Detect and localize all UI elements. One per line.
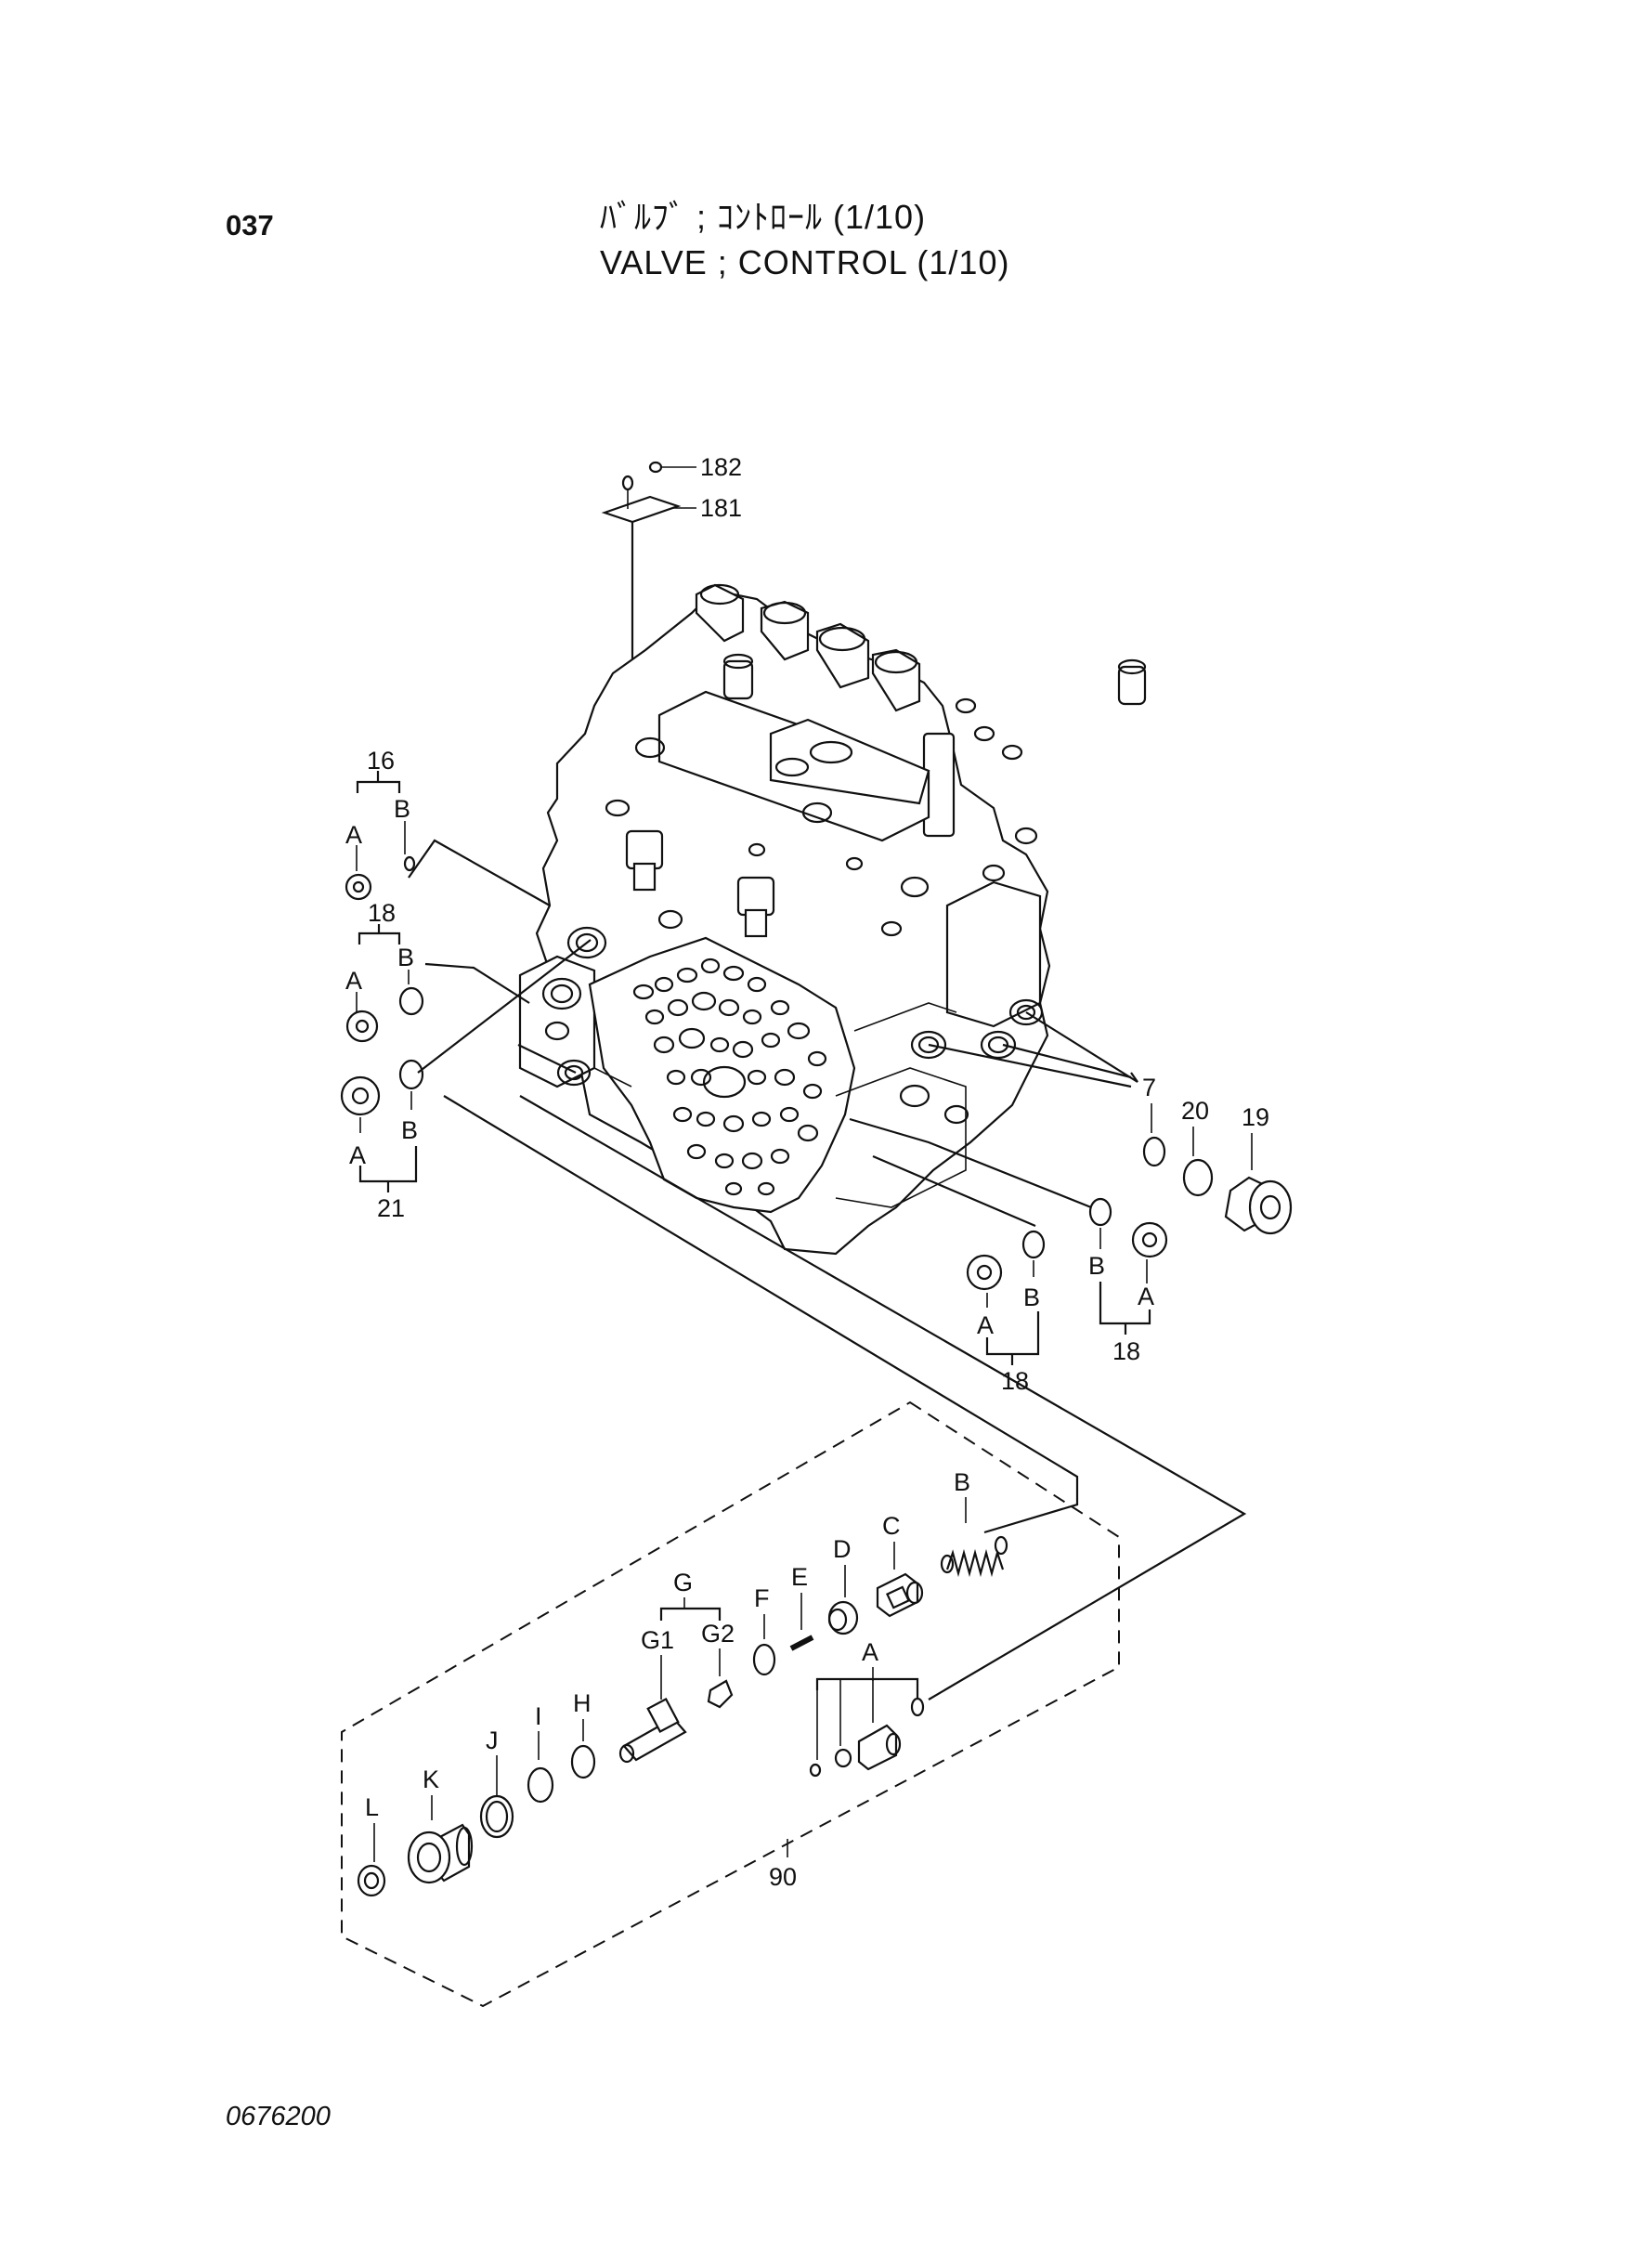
letter-A-18-left: A: [345, 967, 362, 995]
letter-A-16: A: [345, 821, 362, 849]
kit-part-I-oring: I: [527, 1702, 554, 1804]
kit-part-F-oring: F: [752, 1584, 776, 1676]
callout-21: 21: [377, 1194, 405, 1222]
letter-B-18-mid: B: [1023, 1283, 1040, 1311]
callout-18-mid: 18: [1001, 1367, 1029, 1395]
letter-A-18-mid: A: [977, 1311, 994, 1339]
letter-B-18-right: B: [1088, 1252, 1105, 1280]
letter-A-18-right: A: [1138, 1283, 1154, 1310]
kit-part-C-poppet: C: [876, 1512, 924, 1618]
callout-90: 90: [769, 1863, 797, 1891]
kit-part-K-plug: K: [407, 1765, 474, 1884]
letter-H-kit: H: [573, 1689, 592, 1717]
letter-L-kit: L: [365, 1793, 379, 1821]
kit-part-B-spring: B: [940, 1468, 1008, 1578]
kit-part-H-oring: H: [570, 1689, 596, 1779]
kit-part-D-sleeve: D: [827, 1535, 859, 1635]
letter-C-kit: C: [882, 1512, 901, 1540]
letter-B-kit: B: [954, 1468, 970, 1496]
letter-B-16: B: [394, 795, 410, 823]
group-16: 16 A B: [345, 747, 416, 901]
callout-19: 19: [1242, 1103, 1269, 1131]
letter-A-kit: A: [862, 1638, 878, 1666]
kit-part-E-pin: E: [789, 1563, 814, 1651]
control-valve-body: [518, 583, 1147, 1256]
title-japanese: ﾊﾞﾙﾌﾞ ; ｺﾝﾄﾛｰﾙ (1/10): [600, 198, 927, 236]
title-english: VALVE ; CONTROL (1/10): [600, 243, 1010, 281]
letter-D-kit: D: [833, 1535, 852, 1563]
callout-18-right: 18: [1112, 1337, 1140, 1365]
letter-B-18-left: B: [397, 944, 414, 971]
letter-E-kit: E: [791, 1563, 808, 1591]
callout-16: 16: [367, 747, 395, 775]
part-182-screw: [648, 461, 696, 509]
letter-A-21: A: [349, 1141, 366, 1169]
letter-I-kit: I: [535, 1702, 542, 1730]
group-18-mid: A B 18: [966, 1230, 1046, 1395]
letter-G-kit: G: [673, 1569, 693, 1596]
group-18-right: B A 18: [1088, 1197, 1168, 1365]
callout-182: 182: [700, 453, 742, 481]
letter-B-21: B: [401, 1116, 418, 1144]
callout-7: 7: [1142, 1074, 1156, 1101]
letter-F-kit: F: [754, 1584, 770, 1612]
leader-lines: [408, 839, 1247, 1700]
kit-90-outline: 90: [341, 1401, 1120, 2008]
callout-181: 181: [700, 494, 742, 522]
callout-18-left: 18: [368, 899, 396, 927]
kit-part-J-ring: J: [479, 1726, 514, 1839]
letter-J-kit: J: [486, 1726, 499, 1754]
group-7-20-19: 7 20 19: [1142, 1074, 1293, 1235]
kit-part-A-group: A: [809, 1638, 925, 1778]
group-21: A B 21: [340, 1059, 424, 1222]
callout-20: 20: [1181, 1097, 1209, 1125]
letter-G1-kit: G1: [641, 1626, 674, 1654]
letter-K-kit: K: [423, 1765, 439, 1793]
drawing-number: 0676200: [226, 2102, 331, 2131]
group-18-left: 18 A B: [345, 899, 424, 1043]
kit-part-L-nut: L: [357, 1793, 386, 1897]
kit-part-G-group: G G2 G1: [618, 1569, 735, 1764]
page-number: 037: [226, 209, 274, 241]
letter-G2-kit: G2: [701, 1620, 735, 1648]
